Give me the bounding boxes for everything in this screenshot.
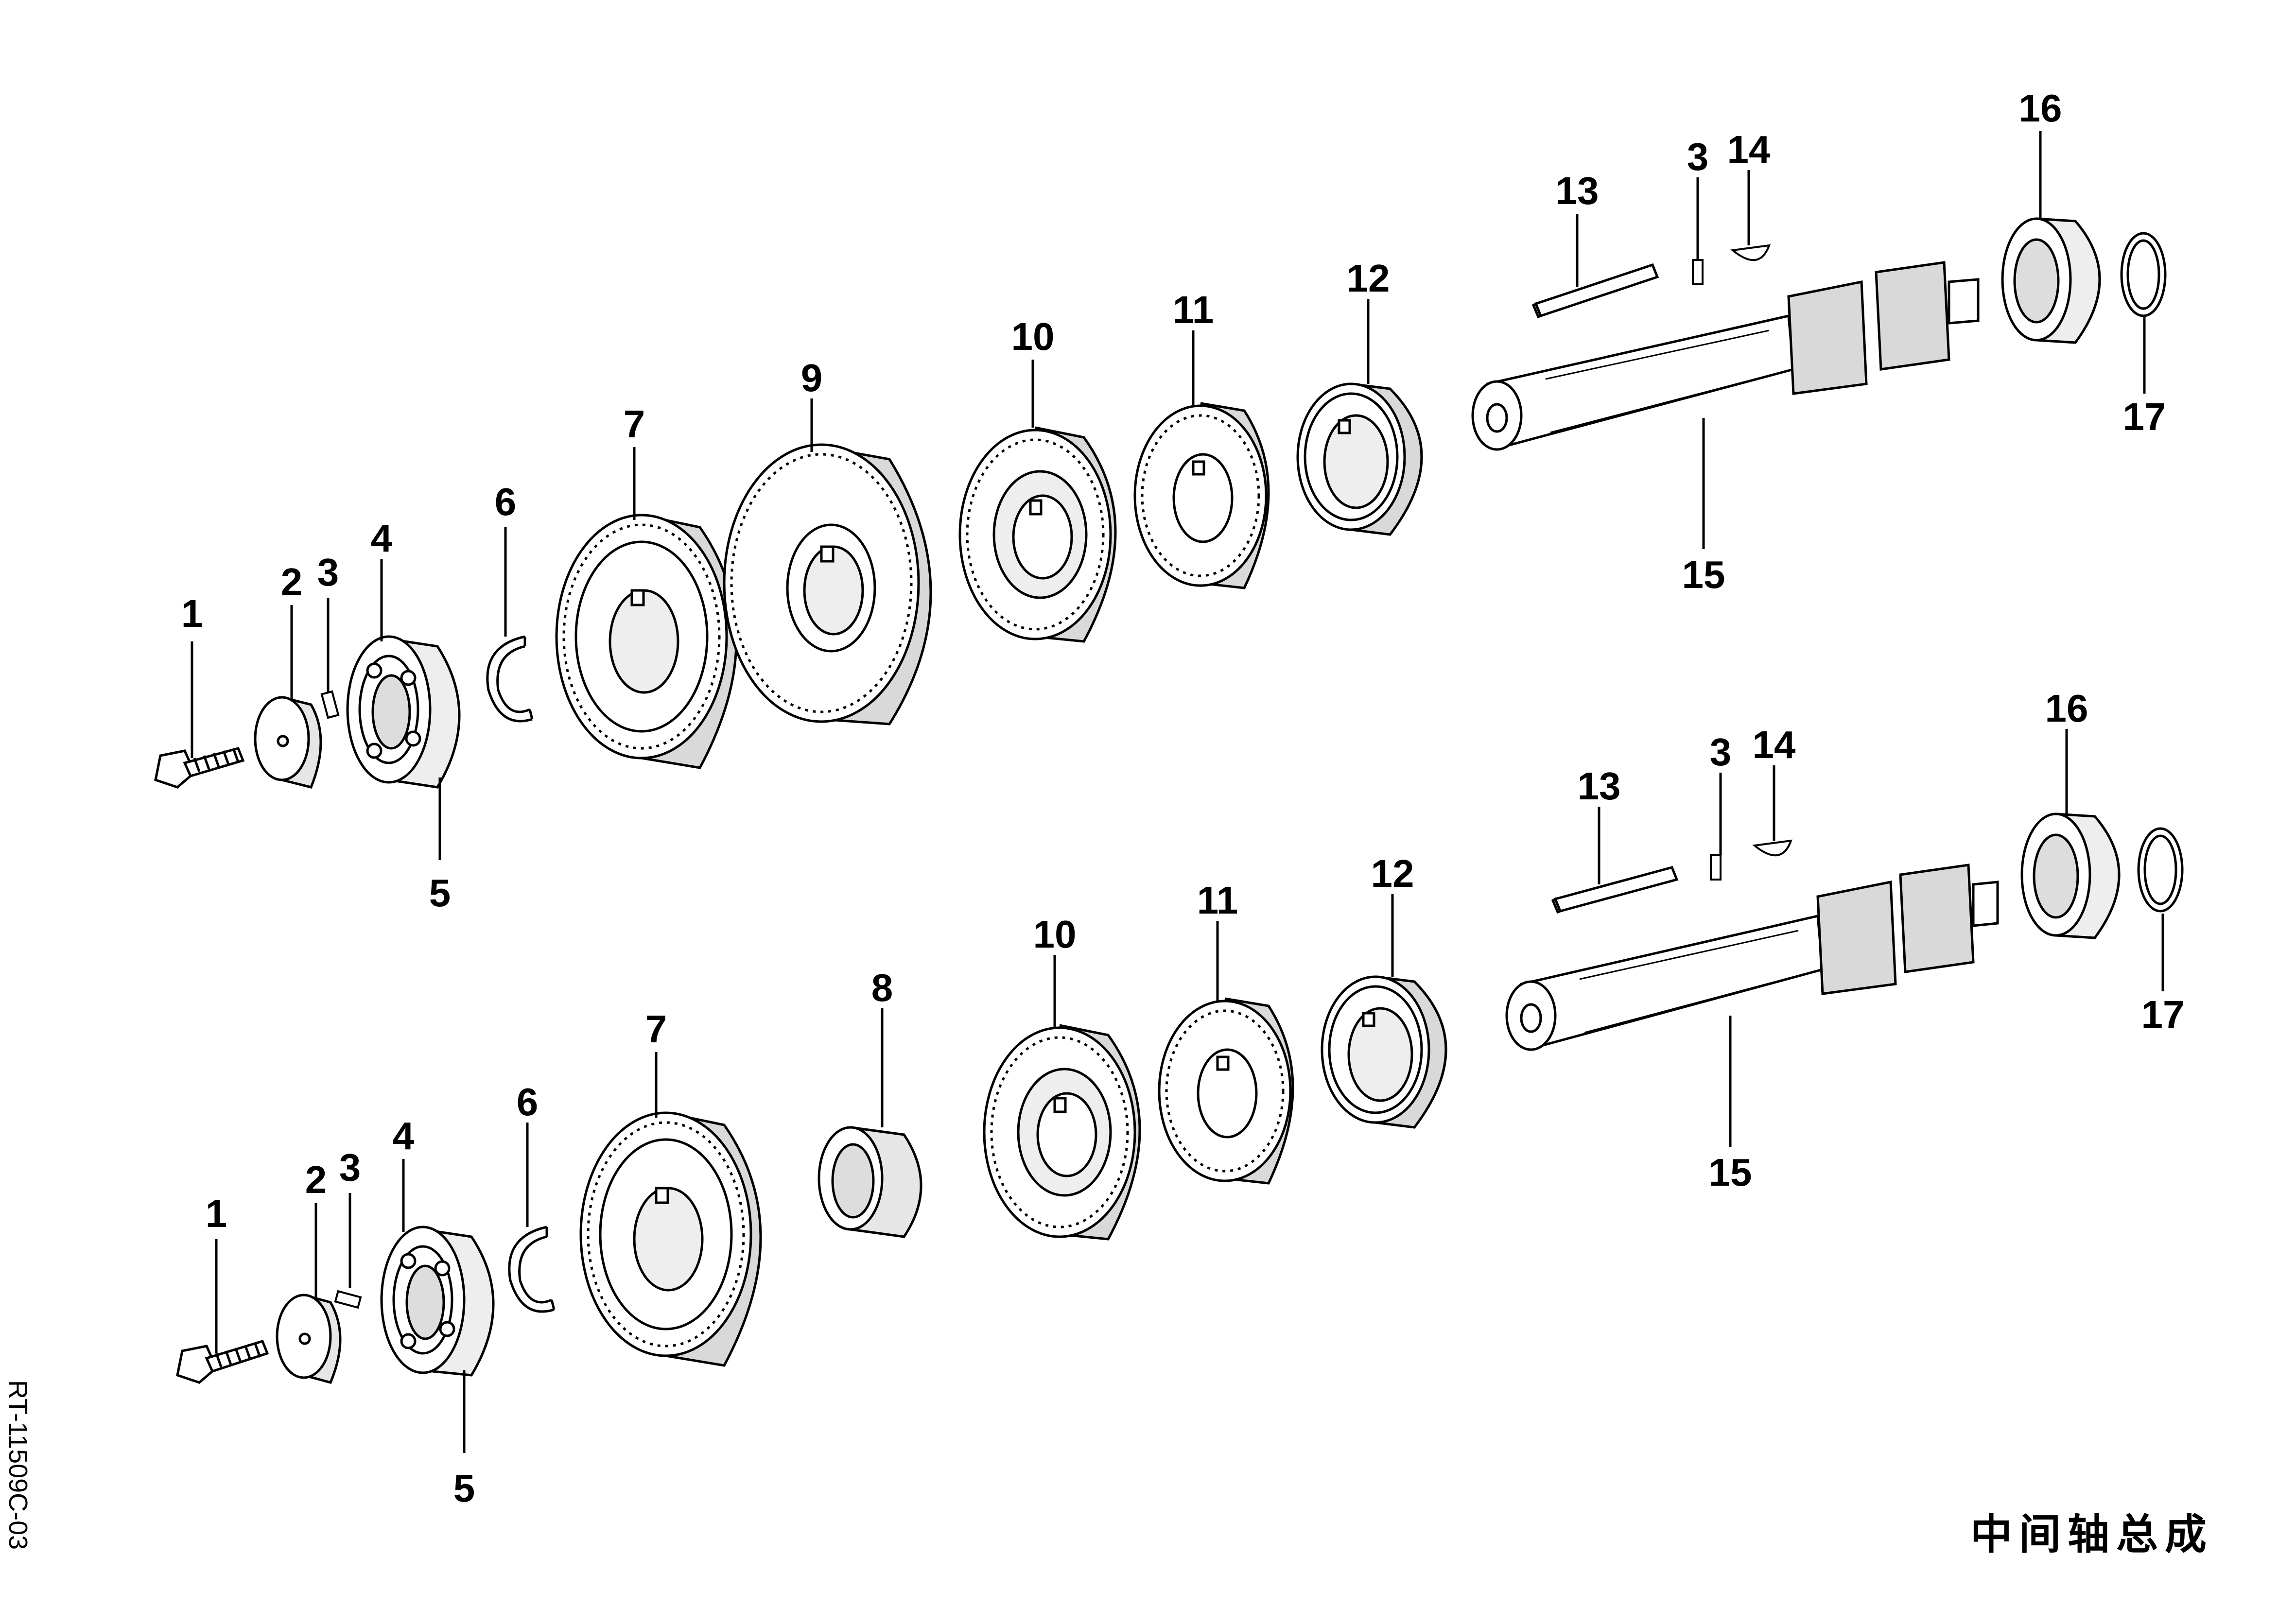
label-15: 15 <box>1709 1151 1752 1194</box>
label-2: 2 <box>305 1158 327 1201</box>
leader-lines-lower <box>215 729 2164 1453</box>
woodruff-key-part-14 <box>1752 839 1793 857</box>
bolt-part-1 <box>176 1339 269 1384</box>
label-11: 11 <box>1173 288 1214 331</box>
woodruff-key-part-14 <box>1730 244 1771 261</box>
shaft-part-15 <box>1471 261 1980 451</box>
key-part-13 <box>1551 866 1679 914</box>
label-3: 3 <box>339 1146 361 1189</box>
bolt-part-1 <box>154 747 245 789</box>
label-12: 12 <box>1371 852 1414 895</box>
gear-part-7 <box>579 1111 762 1367</box>
label-17: 17 <box>2141 993 2185 1036</box>
bearing-part-4 <box>346 635 461 789</box>
diagram-title: 中间轴总成 <box>1970 1510 2213 1559</box>
label-4: 4 <box>371 517 393 560</box>
pin-part-3 <box>334 1290 362 1309</box>
label-13: 13 <box>1578 764 1621 808</box>
pin-part-3-top <box>1692 259 1704 285</box>
label-14: 14 <box>1727 128 1771 171</box>
label-16: 16 <box>2019 86 2062 130</box>
gear-part-12 <box>1296 382 1423 536</box>
label-1: 1 <box>181 592 203 635</box>
gear-part-12 <box>1321 975 1447 1129</box>
label-6: 6 <box>495 480 517 523</box>
lower-assembly: 1 2 3 4 5 6 7 8 10 11 12 13 3 14 15 16 1… <box>176 687 2185 1510</box>
bearing-part-16 <box>2020 812 2121 939</box>
snap-ring-part-6 <box>486 635 534 723</box>
label-17: 17 <box>2123 395 2166 438</box>
label-15: 15 <box>1682 553 1725 596</box>
label-14: 14 <box>1753 723 1796 766</box>
gear-part-11 <box>1158 997 1294 1185</box>
pin-part-3 <box>320 690 340 719</box>
label-9: 9 <box>801 356 823 399</box>
gear-part-7 <box>555 514 738 769</box>
label-8: 8 <box>871 966 893 1009</box>
gear-part-10 <box>983 1024 1141 1241</box>
washer-part-2 <box>276 1294 342 1384</box>
label-5: 5 <box>453 1467 475 1510</box>
shaft-part-15 <box>1505 864 1999 1051</box>
washer-part-2 <box>254 696 322 789</box>
label-4: 4 <box>393 1114 415 1158</box>
label-7: 7 <box>645 1007 667 1051</box>
bearing-part-16 <box>2001 217 2101 344</box>
label-2: 2 <box>281 560 303 604</box>
label-3: 3 <box>317 551 339 594</box>
label-5: 5 <box>429 871 451 915</box>
bearing-part-4 <box>380 1226 495 1377</box>
key-part-13 <box>1531 263 1659 319</box>
pin-part-3-top <box>1710 854 1722 881</box>
label-1: 1 <box>206 1192 227 1235</box>
label-13: 13 <box>1556 169 1599 212</box>
label-16: 16 <box>2045 687 2088 730</box>
gear-part-10 <box>958 426 1117 643</box>
snap-ring-part-17 <box>2120 232 2167 317</box>
label-11: 11 <box>1197 879 1238 922</box>
label-3b: 3 <box>1687 135 1709 178</box>
label-7: 7 <box>624 402 645 446</box>
gear-part-9 <box>723 443 932 726</box>
label-12: 12 <box>1347 257 1390 300</box>
snap-ring-part-6 <box>508 1226 556 1313</box>
label-10: 10 <box>1033 913 1077 956</box>
spacer-part-8 <box>818 1126 922 1238</box>
leader-lines-upper <box>191 131 2146 860</box>
upper-assembly: 1 2 3 4 5 6 7 9 10 11 12 13 3 14 15 16 1… <box>154 86 2167 915</box>
label-10: 10 <box>1011 315 1055 358</box>
labels-lower: 1 2 3 4 5 6 7 8 10 11 12 13 3 14 15 16 1… <box>206 687 2185 1510</box>
gear-part-11 <box>1133 402 1270 589</box>
drawing-number: RT-11509C-03 <box>3 1380 33 1550</box>
label-3b: 3 <box>1710 730 1732 774</box>
snap-ring-part-17 <box>2137 827 2184 913</box>
labels-upper: 1 2 3 4 5 6 7 9 10 11 12 13 3 14 15 16 1… <box>181 86 2166 915</box>
label-6: 6 <box>517 1080 539 1123</box>
